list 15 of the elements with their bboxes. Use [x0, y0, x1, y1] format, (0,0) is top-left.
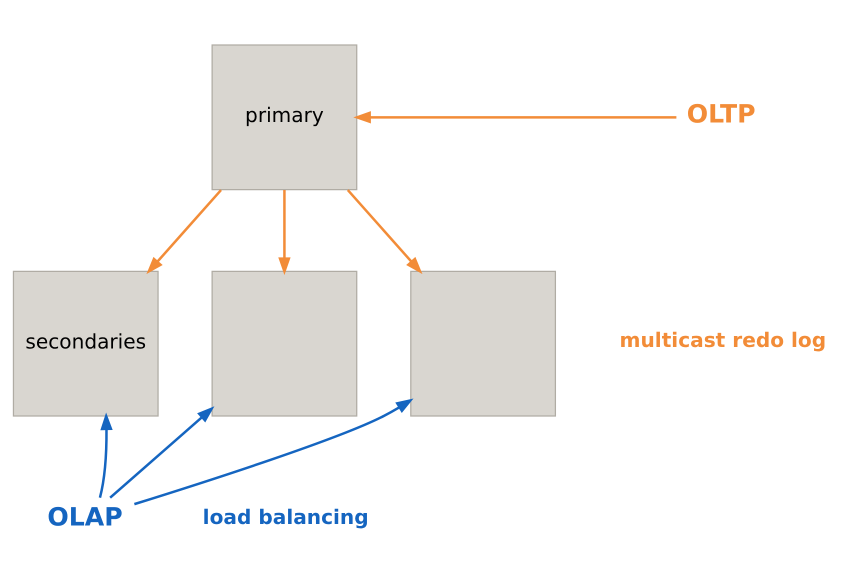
node-box: primary [212, 44, 358, 190]
arrow [98, 412, 113, 498]
label: load balancing [202, 504, 369, 528]
arrow [346, 188, 422, 274]
node-box [212, 270, 358, 416]
node-box: secondaries [12, 270, 159, 416]
node-text: OLAP [47, 502, 123, 531]
arrow [109, 406, 214, 498]
node-box [410, 270, 556, 416]
arrow [134, 398, 414, 505]
label: multicast redo log [620, 328, 826, 352]
arrow [278, 190, 291, 275]
arrow [146, 188, 222, 274]
node-text: OLTP [686, 98, 756, 128]
arrow [353, 110, 676, 123]
